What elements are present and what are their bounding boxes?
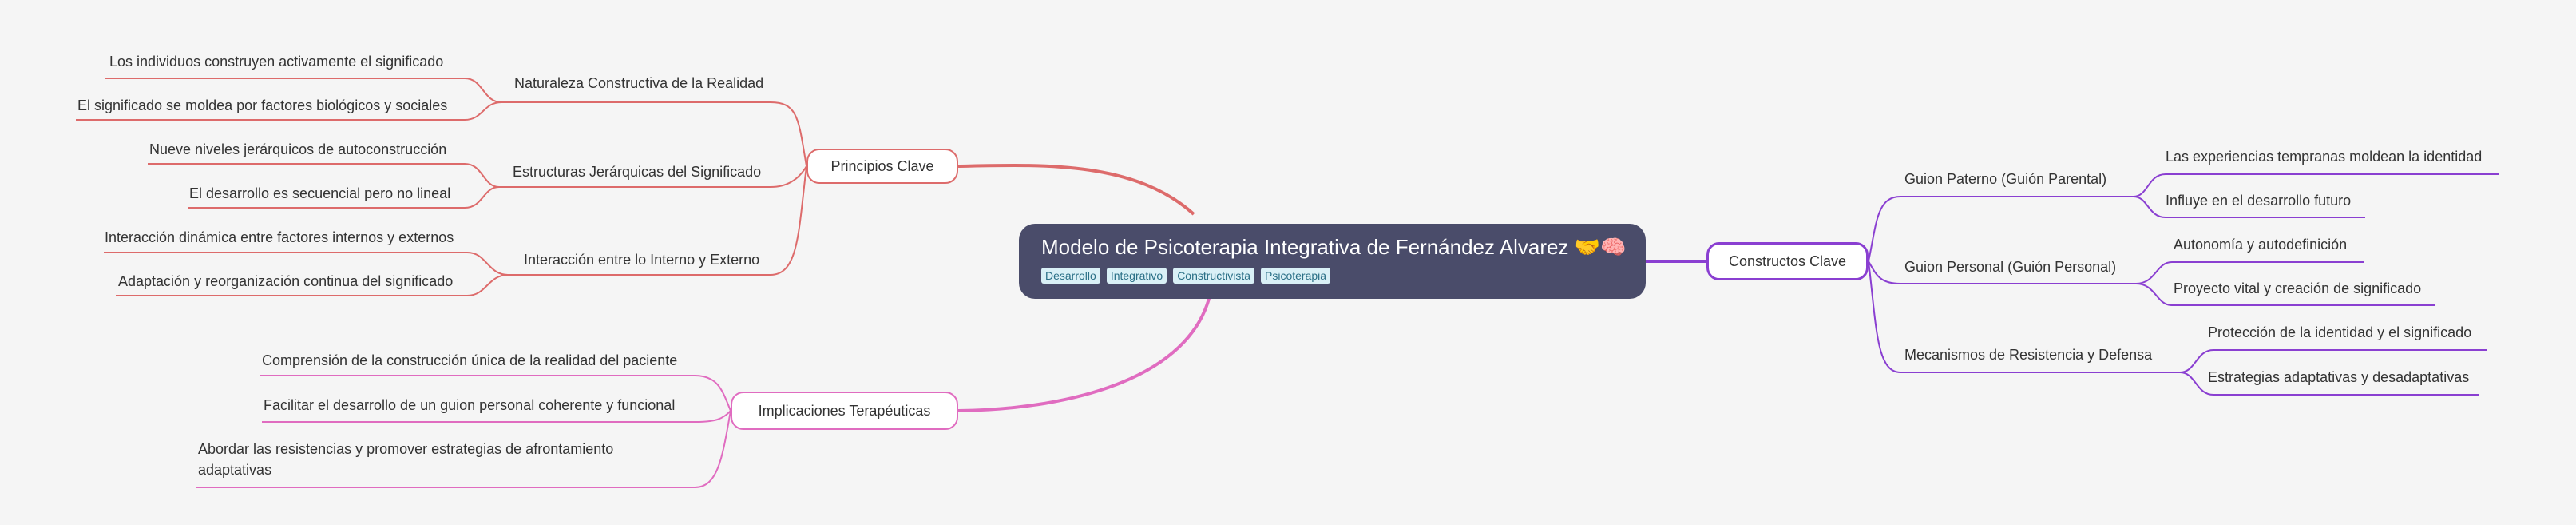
root-node[interactable]: Modelo de Psicoterapia Integrativa de Fe…: [1019, 224, 1646, 299]
link-csub1-leaf1: [2133, 173, 2499, 197]
subtopic-guion-personal[interactable]: Guion Personal (Guión Personal): [1904, 259, 2117, 275]
link-principios-sub2: [499, 165, 807, 188]
leaf[interactable]: Interacción dinámica entre factores inte…: [105, 229, 454, 245]
link-sub3-leaf2: [116, 274, 509, 296]
link-impl-leaf1: [260, 375, 731, 412]
branch-principios-clave[interactable]: Principios Clave: [806, 149, 958, 184]
tag[interactable]: Desarrollo: [1041, 268, 1100, 284]
link-impl-leaf3: [196, 410, 731, 488]
tag[interactable]: Psicoterapia: [1261, 268, 1331, 284]
link-impl-leaf2: [262, 410, 731, 423]
leaf[interactable]: Abordar las resistencias y promover estr…: [198, 441, 614, 478]
subtopic-guion-paterno[interactable]: Guion Paterno (Guión Parental): [1904, 171, 2107, 187]
subtopic-estructuras-jerarquicas[interactable]: Estructuras Jerárquicas del Significado: [513, 164, 762, 180]
subtopic-interaccion-interno-externo[interactable]: Interacción entre lo Interno y Externo: [524, 252, 760, 268]
handshake-brain-icon: 🤝🧠: [1574, 235, 1627, 259]
leaf[interactable]: Proyecto vital y creación de significado: [2174, 280, 2422, 296]
link-csub3-leaf1: [2179, 349, 2487, 373]
tag[interactable]: Integrativo: [1106, 268, 1167, 284]
leaf[interactable]: Comprensión de la construcción única de …: [262, 352, 678, 368]
link-root-principios: [957, 163, 1195, 216]
link-csub1-leaf2: [2133, 196, 2365, 218]
link-principios-sub1: [501, 101, 807, 167]
link-constructos-sub2: [1868, 261, 2136, 284]
subtopic-mecanismos-resistencia[interactable]: Mecanismos de Resistencia y Defensa: [1904, 347, 2153, 363]
branch-label: Constructos Clave: [1728, 253, 1847, 269]
link-sub3-leaf1: [104, 252, 509, 276]
link-sub2-leaf1: [148, 163, 500, 188]
link-sub1-leaf2: [76, 101, 502, 121]
branch-constructos-clave[interactable]: Constructos Clave: [1706, 242, 1869, 280]
leaf[interactable]: Nueve niveles jerárquicos de autoconstru…: [149, 141, 447, 157]
leaf[interactable]: Protección de la identidad y el signific…: [2208, 324, 2472, 340]
link-constructos-sub1: [1868, 196, 2134, 262]
tag[interactable]: Constructivista: [1173, 268, 1254, 284]
link-csub3-leaf2: [2179, 372, 2479, 396]
branch-label: Principios Clave: [830, 157, 934, 174]
leaf[interactable]: Facilitar el desarrollo de un guion pers…: [264, 397, 676, 413]
branch-implicaciones-terapeuticas[interactable]: Implicaciones Terapéuticas: [731, 392, 958, 430]
subtopic-naturaleza-constructiva[interactable]: Naturaleza Constructiva de la Realidad: [514, 75, 764, 91]
link-sub1-leaf1: [105, 78, 502, 103]
leaf[interactable]: Estrategias adaptativas y desadaptativas: [2208, 369, 2470, 385]
leaf[interactable]: El significado se moldea por factores bi…: [77, 97, 448, 113]
tag-list: Desarrollo Integrativo Constructivista P…: [1041, 268, 1623, 284]
link-csub2-leaf2: [2135, 283, 2435, 306]
leaf[interactable]: Los individuos construyen activamente el…: [109, 54, 444, 70]
leaf[interactable]: Autonomía y autodefinición: [2174, 237, 2348, 253]
leaf[interactable]: El desarrollo es secuencial pero no line…: [189, 185, 451, 201]
link-sub2-leaf2: [188, 186, 500, 209]
leaf[interactable]: Las experiencias tempranas moldean la id…: [2166, 149, 2483, 165]
leaf[interactable]: Adaptación y reorganización continua del…: [118, 273, 454, 289]
link-principios-sub3: [509, 165, 807, 276]
leaf[interactable]: Influye en el desarrollo futuro: [2166, 193, 2352, 209]
link-constructos-sub3: [1868, 261, 2180, 373]
root-title: Modelo de Psicoterapia Integrativa de Fe…: [1041, 235, 1626, 260]
branch-label: Implicaciones Terapéuticas: [758, 402, 931, 419]
link-csub2-leaf1: [2135, 261, 2364, 284]
link-root-implicaciones: [957, 295, 1211, 412]
root-title-text: Modelo de Psicoterapia Integrativa de Fe…: [1041, 235, 1569, 259]
